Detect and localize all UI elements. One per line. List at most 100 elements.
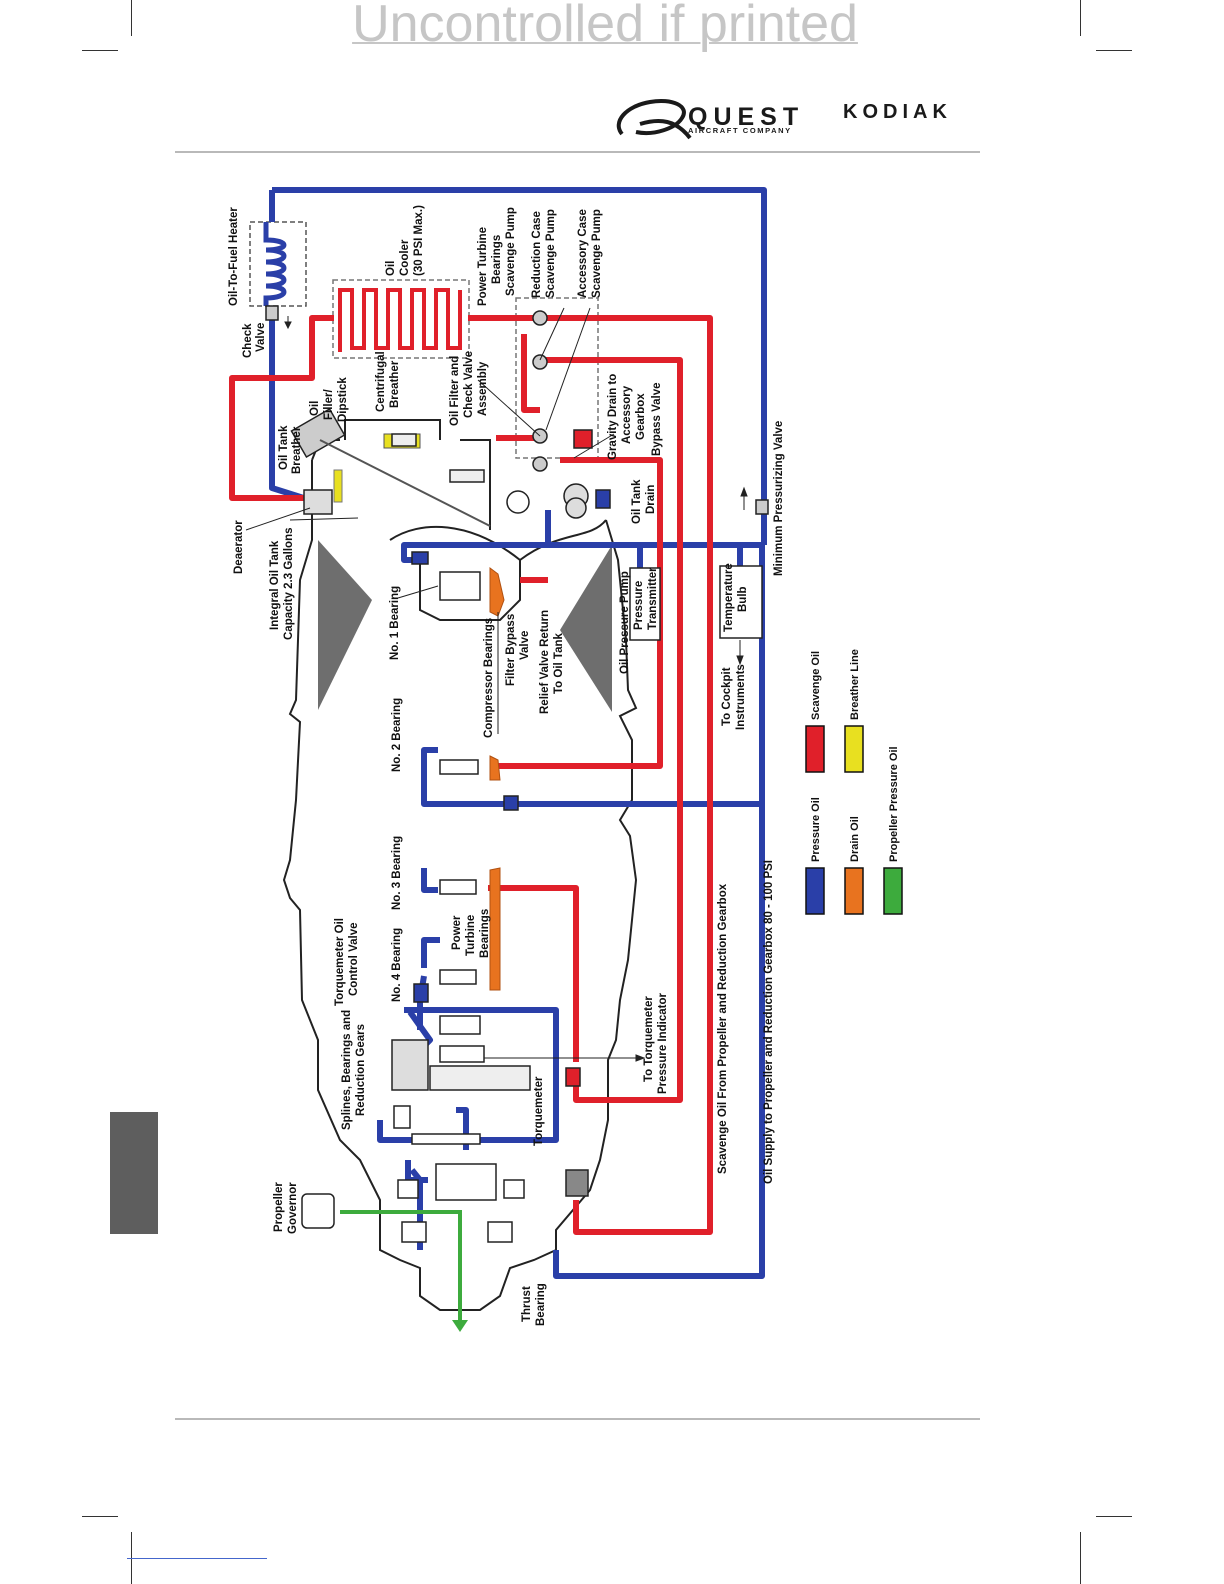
label-torquemeter: Torquemeter (533, 1076, 545, 1146)
label-no3-bearing: No. 3 Bearing (391, 836, 403, 910)
label-oil-filter-1: Oil Filter and (449, 356, 461, 426)
brand-product: KODIAK (843, 101, 952, 123)
label-prop-governor-2: Governor (287, 1182, 299, 1234)
label-no2-bearing: No. 2 Bearing (391, 698, 403, 772)
label-temperature-bulb-1: Temperature (723, 563, 735, 632)
footer-link-underline[interactable] (127, 1558, 267, 1559)
label-filter-bypass-1: Filter Bypass (505, 614, 517, 686)
label-oil-to-fuel-heater: Oil-To-Fuel Heater (228, 207, 240, 306)
propeller-oil-lines (340, 1210, 468, 1332)
crop-mark (1080, 1532, 1081, 1584)
brand-company: QUEST (688, 103, 804, 131)
legend-label: Scavenge Oil (810, 651, 822, 720)
label-prop-governor-1: Propeller (273, 1182, 285, 1232)
label-oil-cooler-2: Cooler (399, 239, 411, 276)
label-torque-valve-2: Control Valve (348, 923, 360, 997)
legend-label: Breather Line (849, 649, 861, 720)
compressor-rotor (318, 540, 612, 712)
label-integral-tank-2: Capacity 2.3 Gallons (283, 528, 295, 641)
label-no1-bearing: No. 1 Bearing (389, 586, 401, 660)
header-divider (175, 151, 980, 153)
label-splines-2: Reduction Gears (355, 1024, 367, 1116)
crop-mark (82, 1516, 118, 1517)
label-deaerator: Deaerator (233, 520, 245, 574)
label-gravity-drain-2: Accessory (621, 385, 633, 444)
label-torque-valve-1: Torquemeter Oil (334, 918, 346, 1006)
label-supply-to: Oil Supply to Propeller and Reduction Ge… (763, 860, 775, 1184)
legend-item-pressure-oil: Pressure Oil (805, 797, 825, 915)
label-gravity-drain-1: Gravity Drain to (607, 374, 619, 460)
label-ac-scavenge-1: Accessory Case (577, 209, 589, 298)
label-gravity-drain-4: Bypass Valve (651, 382, 663, 456)
label-oil-filter-2: Check Valve (463, 351, 475, 418)
label-oil-cooler-3: (30 PSI Max.) (413, 205, 425, 276)
components (265, 305, 769, 1243)
legend-item-drain-oil: Drain Oil (844, 816, 864, 915)
label-torque-indicator-2: Pressure Indicator (657, 992, 669, 1094)
label-pressure-transmitter-1: Pressure (633, 581, 645, 630)
label-pt-bearings-1: Power (451, 915, 463, 950)
label-oil-filler-2: Filler/ (323, 389, 335, 420)
oil-cooler (332, 279, 470, 359)
label-torque-indicator-1: To Torquemeter (643, 996, 655, 1082)
crop-mark (131, 0, 132, 36)
label-gravity-drain-3: Gearbox (635, 393, 647, 440)
legend-item-propeller-pressure-oil: Propeller Pressure Oil (883, 746, 903, 915)
label-scavenge-from: Scavenge Oil From Propeller and Reductio… (717, 883, 729, 1174)
label-thrust-bearing-2: Bearing (535, 1283, 547, 1326)
brand-company-sub: AIRCRAFT COMPANY (688, 126, 792, 135)
label-check-valve-2: Valve (255, 323, 267, 352)
label-rc-scavenge-2: Scavenge Pump (545, 209, 557, 298)
legend-label: Propeller Pressure Oil (888, 746, 900, 862)
label-integral-tank-1: Integral Oil Tank (269, 540, 281, 630)
label-relief-valve-1: Relief Valve Return (539, 610, 551, 714)
label-oil-tank-breather-2: Breather (291, 426, 303, 474)
label-centrifugal-breather-2: Breather (389, 360, 401, 408)
scavenge-oil-lines (229, 315, 713, 1235)
label-filter-bypass-2: Valve (519, 631, 531, 660)
label-oil-pressure-pump: Oil Pressure Pump (619, 571, 631, 674)
legend-label: Drain Oil (849, 816, 861, 862)
label-pt-scavenge-1: Power Turbine (477, 227, 489, 306)
watermark-text: Uncontrolled if printed (352, 0, 858, 53)
label-pt-bearings-3: Bearings (479, 909, 491, 958)
quest-logo: QUEST AIRCRAFT COMPANY KODIAK (616, 99, 952, 140)
label-no4-bearing: No. 4 Bearing (391, 928, 403, 1002)
label-rc-scavenge-1: Reduction Case (531, 211, 543, 298)
label-centrifugal-breather-1: Centrifugal (375, 351, 387, 412)
label-cockpit-instr-2: Instruments (735, 664, 747, 730)
label-oil-filler-3: Dipstick (337, 377, 349, 422)
oil-to-fuel-heater (249, 221, 307, 307)
footer-divider (175, 1418, 980, 1420)
label-temperature-bulb-2: Bulb (737, 586, 749, 612)
section-tab-marker (110, 1112, 158, 1234)
label-cockpit-instr-1: To Cockpit (721, 667, 733, 726)
crop-mark (1080, 0, 1081, 36)
label-oil-cooler-1: Oil (385, 261, 397, 276)
crop-mark (1096, 1516, 1132, 1517)
legend-item-scavenge-oil: Scavenge Oil (805, 651, 825, 773)
crop-mark (1096, 50, 1132, 51)
label-oil-tank-drain-1: Oil Tank (631, 479, 643, 524)
label-min-press-valve: Minimum Pressurizing Valve (773, 421, 785, 576)
label-thrust-bearing-1: Thrust (521, 1286, 533, 1322)
leader-lines (245, 307, 748, 1062)
crop-mark (82, 50, 118, 51)
label-splines-1: Splines, Bearings and (341, 1010, 353, 1130)
label-pt-scavenge-2: Bearings (491, 235, 503, 284)
legend-label: Pressure Oil (810, 797, 822, 862)
diagram-labels: Oil-To-Fuel Heater Oil Cooler (30 PSI Ma… (228, 205, 785, 1326)
label-check-valve-1: Check (242, 323, 254, 358)
label-relief-valve-2: To Oil Tank (553, 632, 565, 694)
label-pt-bearings-2: Turbine (465, 915, 477, 956)
label-oil-tank-breather-1: Oil Tank (278, 425, 290, 470)
label-oil-tank-drain-2: Drain (645, 485, 657, 514)
scavenge-pumps-box (515, 297, 599, 459)
legend: Pressure Oil Scavenge Oil Drain Oil Brea… (805, 649, 903, 915)
drain-oil-parts (489, 567, 505, 991)
label-oil-filter-3: Assembly (477, 361, 489, 416)
legend-item-breather-line: Breather Line (844, 649, 864, 773)
label-pressure-transmitter-2: Transmitter (647, 567, 659, 630)
label-ac-scavenge-2: Scavenge Pump (591, 209, 603, 298)
